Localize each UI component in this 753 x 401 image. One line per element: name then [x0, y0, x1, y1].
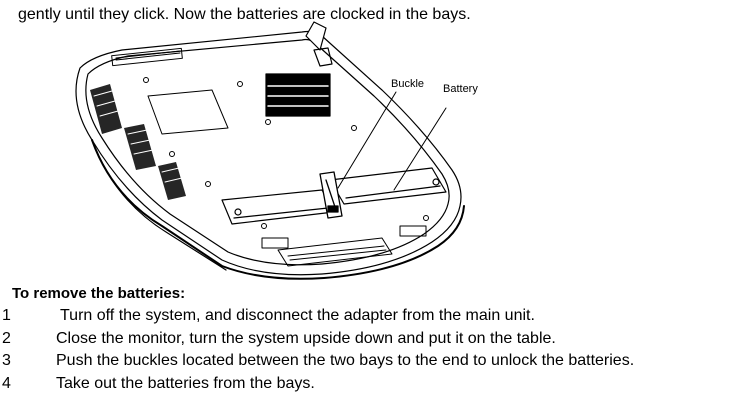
- callout-battery-label: Battery: [443, 83, 478, 95]
- step-number: 3: [2, 352, 11, 369]
- callout-leaders: [337, 91, 447, 191]
- top-vent-strip: [111, 47, 183, 67]
- step-text: Take out the batteries from the bays.: [56, 374, 315, 392]
- front-connector: [261, 215, 429, 267]
- step-number: 4: [2, 374, 11, 392]
- step-number: 2: [2, 329, 11, 347]
- device-underside-illustration: [75, 21, 465, 280]
- buckle-latch: [319, 171, 343, 219]
- section-heading: To remove the batteries:: [12, 285, 186, 302]
- screws: [143, 77, 357, 187]
- step-text: Turn off the system, and disconnect the …: [60, 307, 535, 324]
- step-number: 1: [2, 307, 11, 324]
- step-text: Close the monitor, turn the system upsid…: [56, 329, 556, 347]
- step-text: Push the buckles located between the two…: [56, 352, 635, 369]
- center-vent-panel: [265, 73, 331, 117]
- intro-paragraph: gently until they click. Now the batteri…: [18, 6, 471, 23]
- callout-buckle-label: Buckle: [391, 78, 425, 90]
